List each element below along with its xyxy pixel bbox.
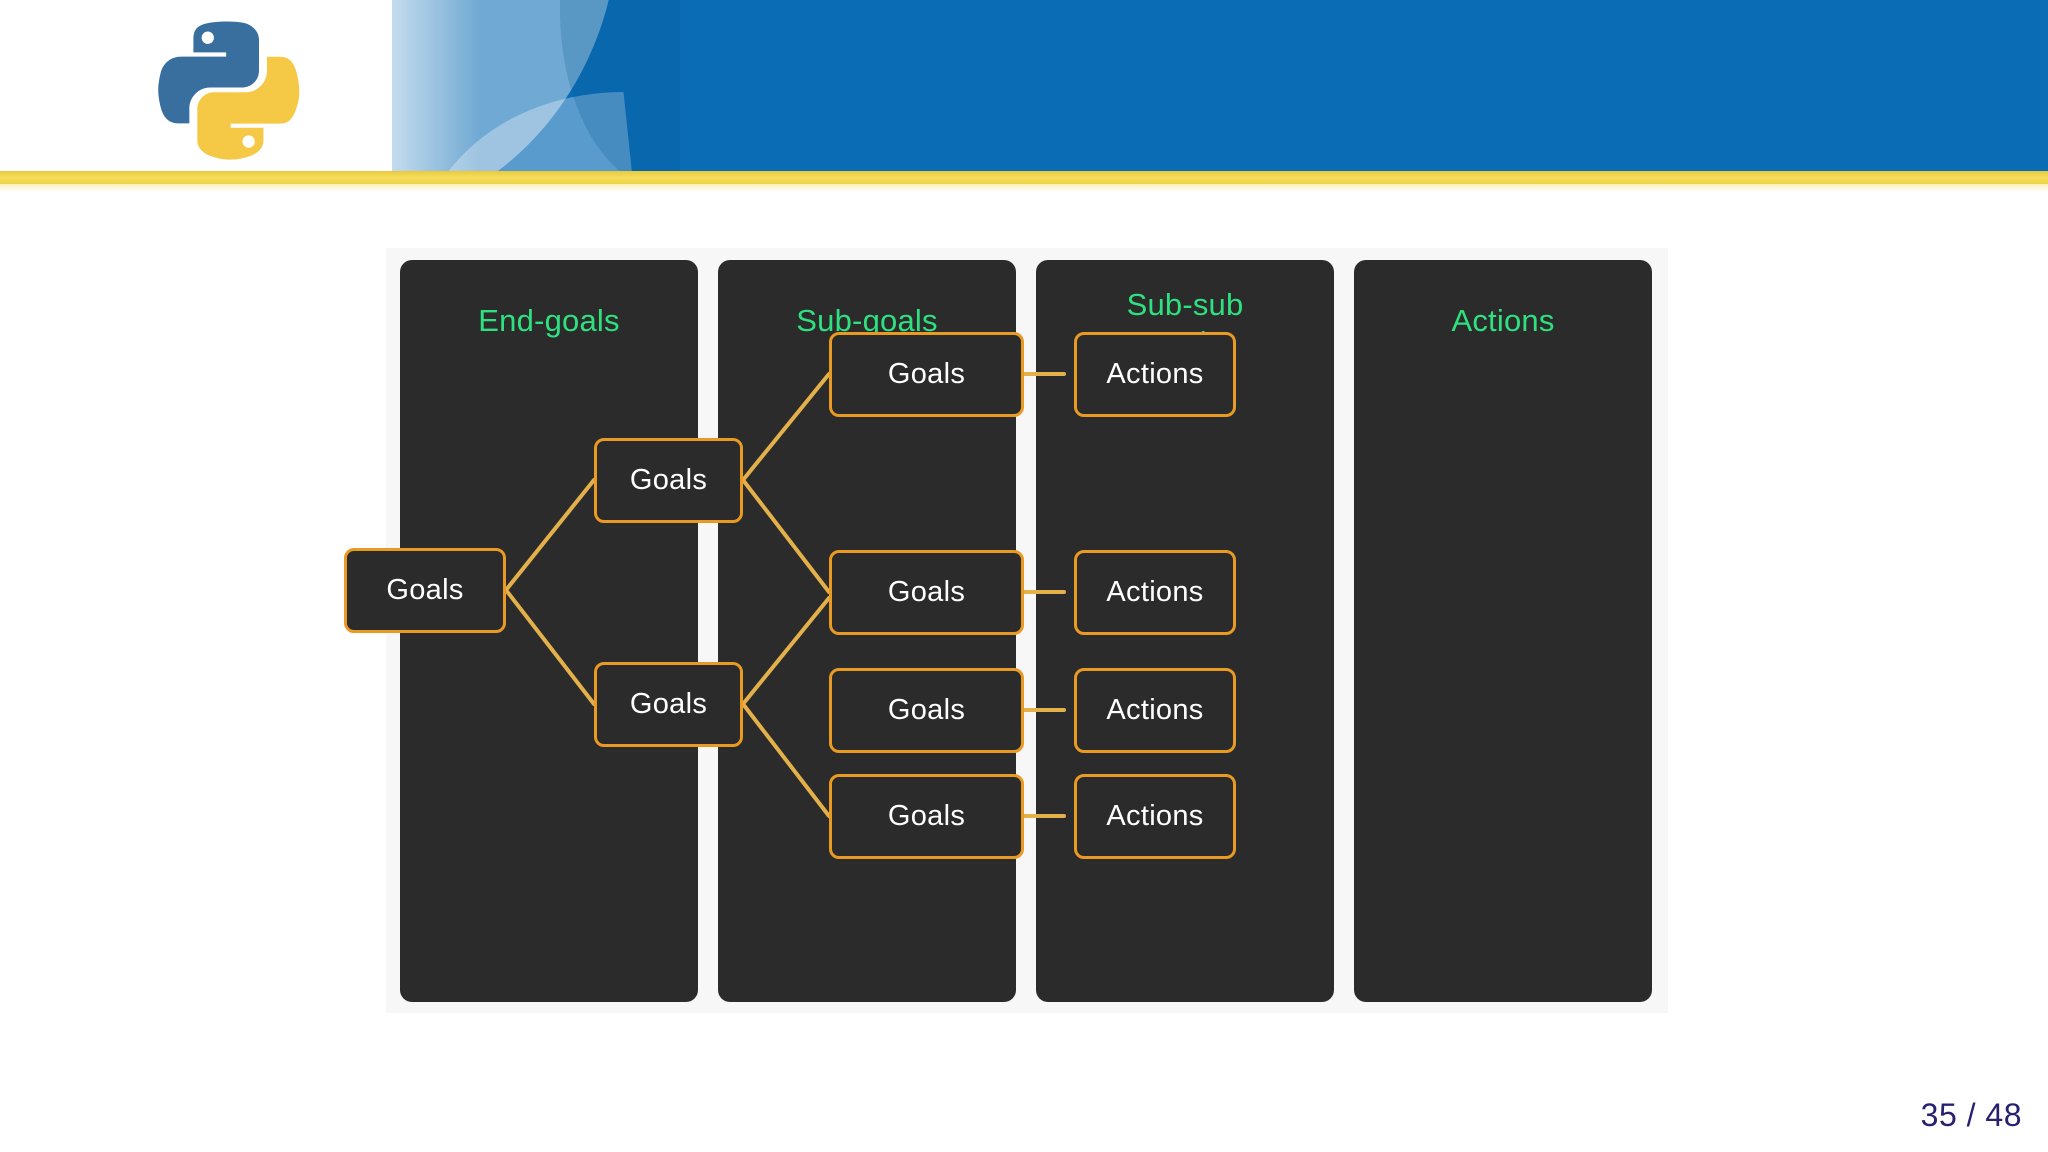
gold-divider-glow: [0, 184, 2048, 192]
diagram-container: End-goals Sub-goals Sub-sub goals Action…: [344, 248, 1668, 1013]
node-goals-end[interactable]: Goals: [344, 548, 506, 633]
node-actions-1[interactable]: Actions: [1074, 332, 1236, 417]
node-goals-sub-1[interactable]: Goals: [594, 438, 743, 523]
node-goals-subsub-1[interactable]: Goals: [829, 332, 1024, 417]
gold-divider-bar: [0, 171, 2048, 184]
node-goals-sub-2[interactable]: Goals: [594, 662, 743, 747]
node-goals-subsub-2[interactable]: Goals: [829, 550, 1024, 635]
node-actions-2[interactable]: Actions: [1074, 550, 1236, 635]
column-actions: Actions: [1354, 260, 1652, 1002]
page-number: 35 / 48: [1920, 1097, 2022, 1133]
python-logo-icon: [158, 21, 300, 160]
banner-white-fade: [330, 0, 480, 172]
node-goals-subsub-3[interactable]: Goals: [829, 668, 1024, 753]
header-banner: [0, 0, 2048, 172]
column-title-actions: Actions: [1451, 303, 1555, 338]
node-actions-3[interactable]: Actions: [1074, 668, 1236, 753]
node-actions-4[interactable]: Actions: [1074, 774, 1236, 859]
node-goals-subsub-4[interactable]: Goals: [829, 774, 1024, 859]
column-title-end-goals: End-goals: [478, 303, 620, 338]
